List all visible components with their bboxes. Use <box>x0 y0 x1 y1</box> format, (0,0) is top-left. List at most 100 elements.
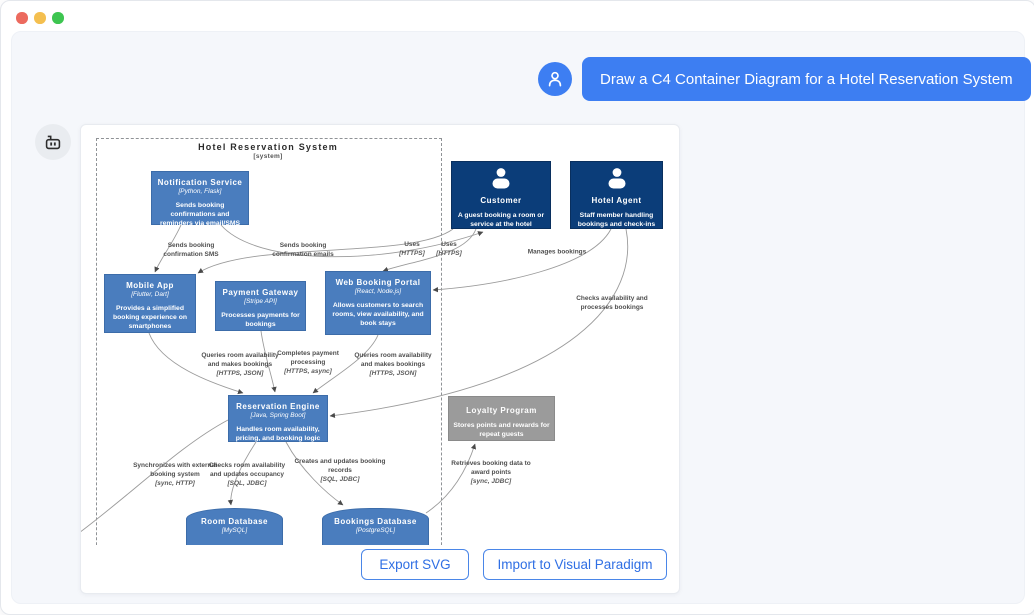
node-tech: [React, Node.js] <box>354 288 402 295</box>
edge-customer-to-portal <box>382 228 477 272</box>
edge-label-tech: [HTTPS] <box>399 250 425 257</box>
node-customer: Customer A guest booking a room or servi… <box>451 161 551 229</box>
node-web-booking-portal: Web Booking Portal [React, Node.js] Allo… <box>325 271 431 335</box>
edge-label-tech: [HTTPS, JSON] <box>216 369 264 377</box>
edge-engine-to-external-booking <box>81 419 229 533</box>
person-icon <box>492 168 510 189</box>
edge-label-tech: [HTTPS] <box>436 250 462 257</box>
edge-label-text: Retrieves booking data to award points <box>451 459 531 476</box>
edge-label: Completes payment processing[HTTPS, asyn… <box>265 350 351 376</box>
person-icon <box>548 71 562 87</box>
edge-label-text: Creates and updates booking records <box>294 457 386 474</box>
edge-label-tech: [sync, HTTP] <box>155 479 195 487</box>
boundary-title-text: Hotel Reservation System <box>198 142 338 152</box>
node-desc: A guest booking a room or service at the… <box>457 212 545 228</box>
node-title: Reservation Engine <box>236 402 320 411</box>
node-tech: [Flutter, Dart] <box>131 291 169 298</box>
system-boundary <box>96 138 442 545</box>
edge-notification-to-mobile <box>154 224 182 273</box>
chat-user-message: Draw a C4 Container Diagram for a Hotel … <box>582 57 1031 101</box>
edge-label: Uses[HTTPS] <box>394 241 430 259</box>
diagram-actions: Export SVG Import to Visual Paradigm <box>361 549 667 580</box>
node-title: Hotel Agent <box>591 196 642 205</box>
edge-label: Checks availability and processes bookin… <box>570 295 654 313</box>
edge-agent-to-portal <box>432 228 612 293</box>
edge-notification-to-customer <box>220 224 484 258</box>
edge-label: Sends booking confirmation SMS <box>156 242 226 260</box>
node-tech: [PostgreSQL] <box>355 527 396 534</box>
edge-label-text: Uses <box>441 241 457 249</box>
node-title: Notification Service <box>157 178 243 187</box>
node-mobile-app: Mobile App [Flutter, Dart] Provides a si… <box>104 274 196 333</box>
node-title: Payment Gateway <box>222 288 299 297</box>
edge-label-text: Checks room availability and updates occ… <box>208 461 286 478</box>
node-title: Loyalty Program <box>466 406 537 415</box>
node-title: Bookings Database <box>334 517 417 526</box>
edge-label-tech: [SQL, JDBC] <box>227 479 267 487</box>
edge-label-tech: [HTTPS, JSON] <box>369 369 417 377</box>
close-window-button[interactable] <box>16 12 28 24</box>
edge-label: Manages bookings <box>507 249 607 258</box>
edge-label-tech: [sync, JDBC] <box>470 477 512 485</box>
node-tech: [Python, Flask] <box>178 188 222 195</box>
node-desc: Staff member handling bookings and check… <box>577 212 656 228</box>
edge-label: Queries room availability and makes book… <box>353 352 433 378</box>
node-tech: [MySQL] <box>221 527 248 534</box>
edge-bookings-db-to-loyalty <box>425 443 477 514</box>
boundary-subtitle-text: [system] <box>253 153 283 160</box>
edge-engine-to-room-db <box>227 441 257 506</box>
edge-mobile-to-engine <box>148 332 244 395</box>
node-desc: Allows customers to search rooms, view a… <box>332 302 424 327</box>
edge-label-tech: [HTTPS, async] <box>284 367 332 375</box>
edge-label-text: Uses <box>404 241 420 249</box>
edge-label-text: Manages bookings <box>527 248 587 256</box>
node-desc: Handles room availability, pricing, and … <box>235 426 321 442</box>
node-notification-service: Notification Service [Python, Flask] Sen… <box>151 171 249 227</box>
edge-label-text: Queries room availability and makes book… <box>354 351 432 368</box>
zoom-window-button[interactable] <box>52 12 64 24</box>
import-visual-paradigm-button[interactable]: Import to Visual Paradigm <box>483 549 667 580</box>
user-avatar <box>538 62 572 96</box>
edge-label-text: Synchronizes with external booking syste… <box>133 461 217 478</box>
minimize-window-button[interactable] <box>34 12 46 24</box>
export-svg-button[interactable]: Export SVG <box>361 549 469 580</box>
diagram-panel: Hotel Reservation System [system] <box>80 124 680 594</box>
node-title: Web Booking Portal <box>335 278 421 287</box>
edge-label-text: Completes payment processing <box>277 349 339 366</box>
edge-label-text: Checks availability and processes bookin… <box>576 295 648 311</box>
node-payment-gateway: Payment Gateway [Stripe API] Processes p… <box>215 281 306 331</box>
node-desc: Sends booking confirmations and reminder… <box>159 202 241 227</box>
node-reservation-engine: Reservation Engine [Java, Spring Boot] H… <box>228 395 328 442</box>
diagram-canvas: Hotel Reservation System [system] <box>81 125 679 545</box>
node-desc: Provides a simplified booking experience… <box>112 305 188 330</box>
assistant-avatar <box>35 124 71 160</box>
diagram-connectors <box>81 224 629 533</box>
edge-label-text: Sends booking confirmation SMS <box>163 242 219 258</box>
node-bookings-database: Bookings Database [PostgreSQL] <box>322 508 429 545</box>
node-hotel-agent: Hotel Agent Staff member handling bookin… <box>570 161 663 229</box>
node-loyalty-program: Loyalty Program Stores points and reward… <box>448 396 555 441</box>
node-tech: [Java, Spring Boot] <box>250 412 306 419</box>
node-title: Mobile App <box>126 281 174 290</box>
robot-icon <box>45 135 61 150</box>
system-boundary-title: Hotel Reservation System [system] <box>96 142 440 160</box>
edge-agent-to-engine <box>329 228 629 419</box>
node-title: Room Database <box>201 517 268 526</box>
node-room-database: Room Database [MySQL] <box>186 508 283 545</box>
edge-label: Checks room availability and updates occ… <box>204 462 290 488</box>
node-desc: Processes payments for bookings <box>221 312 300 328</box>
edge-portal-to-engine <box>312 334 379 394</box>
node-desc: Stores points and rewards for repeat gue… <box>453 422 550 438</box>
edge-customer-to-mobile <box>197 228 454 274</box>
edge-label: Synchronizes with external booking syste… <box>133 462 217 488</box>
person-icon <box>608 168 625 189</box>
edge-label: Sends booking confirmation emails <box>260 242 346 260</box>
node-title: Customer <box>480 196 522 205</box>
edge-payment-to-engine <box>260 330 277 393</box>
edge-engine-to-bookings-db <box>285 441 344 506</box>
edge-label: Uses[HTTPS] <box>431 241 467 259</box>
node-tech: [Stripe API] <box>244 298 277 305</box>
edge-label-text: Sends booking confirmation emails <box>272 242 334 258</box>
edge-label: Creates and updates booking records[SQL,… <box>292 458 388 484</box>
